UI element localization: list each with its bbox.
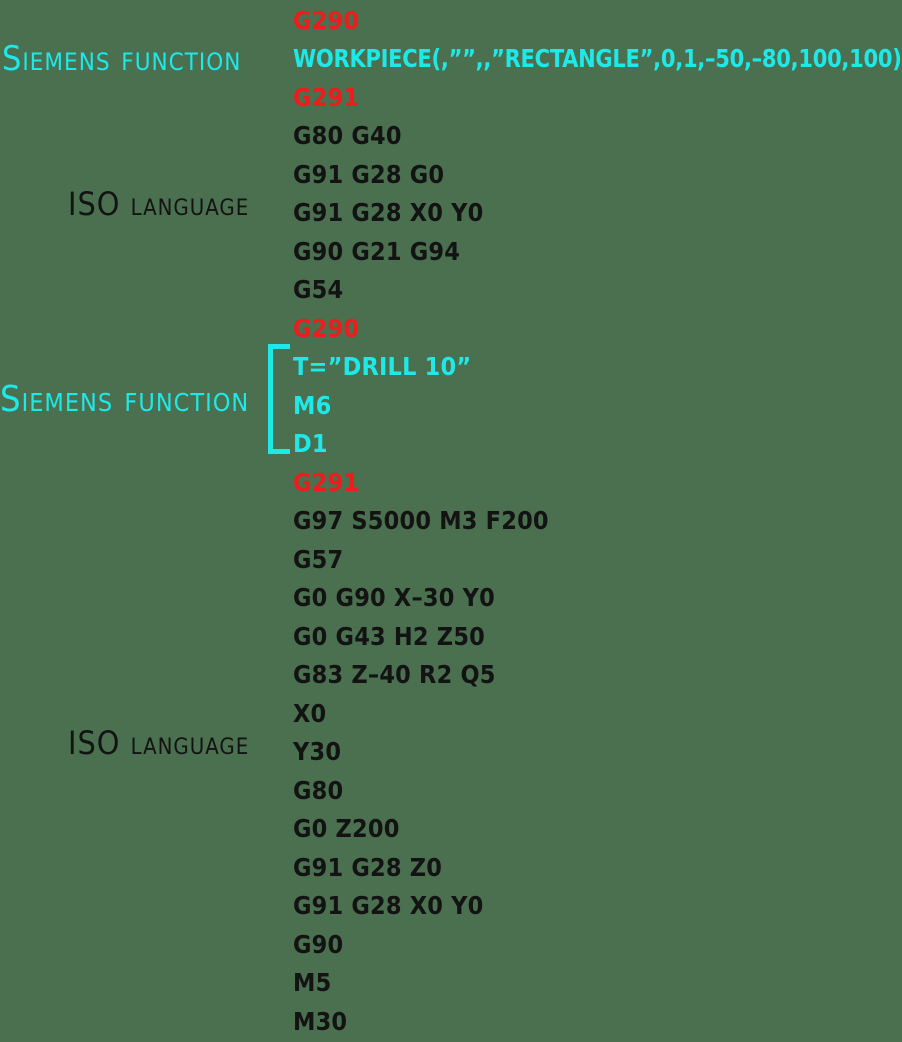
annotation-label: Siemens function	[0, 379, 250, 420]
annotation-label: ISO language	[68, 724, 250, 762]
gcode-line: M6	[293, 391, 332, 420]
gcode-line: G57	[293, 545, 344, 574]
gcode-line: G291	[293, 83, 360, 112]
gcode-line: M5	[293, 968, 332, 997]
gcode-line: X0	[293, 699, 327, 728]
gcode-line: G91 G28 Z0	[293, 853, 443, 882]
gcode-line: G91 G28 X0 Y0	[293, 198, 484, 227]
gcode-line: G0 Z200	[293, 814, 400, 843]
gcode-line: D1	[293, 429, 328, 458]
gcode-line: G290	[293, 6, 360, 35]
gcode-line: Y30	[293, 737, 342, 766]
gcode-line: G83 Z–40 R2 Q5	[293, 660, 496, 689]
gcode-line: G0 G43 H2 Z50	[293, 622, 486, 651]
gcode-line: G0 G90 X–30 Y0	[293, 583, 495, 612]
annotation-label: Siemens function	[2, 39, 242, 79]
gcode-line: G90 G21 G94	[293, 237, 461, 266]
siemens-block-bracket	[268, 344, 290, 454]
gcode-line: G290	[293, 314, 360, 343]
gcode-line: WORKPIECE(,””,,”RECTANGLE”,0,1,–50,–80,1…	[293, 44, 902, 73]
annotation-label: ISO language	[68, 185, 250, 223]
gcode-line: G91 G28 X0 Y0	[293, 891, 484, 920]
gcode-line: G291	[293, 468, 360, 497]
gcode-line: G54	[293, 275, 344, 304]
gcode-line: G91 G28 G0	[293, 160, 445, 189]
gcode-line: G80 G40	[293, 121, 402, 150]
gcode-line: G97 S5000 M3 F200	[293, 506, 549, 535]
gcode-line: T=”DRILL 10”	[293, 352, 472, 381]
gcode-line: G80	[293, 776, 344, 805]
gcode-line: G90	[293, 930, 344, 959]
gcode-line: M30	[293, 1007, 348, 1036]
